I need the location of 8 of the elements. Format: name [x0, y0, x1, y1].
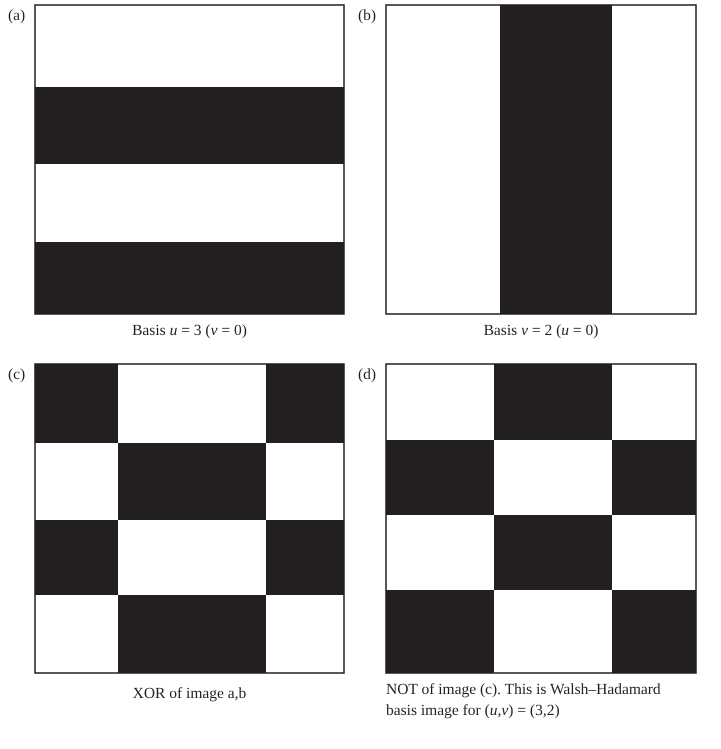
caption: XOR of image a,b [132, 684, 248, 704]
panel-label: (a) [8, 6, 26, 26]
caption: Basis u = 3 (v = 0) [131, 321, 248, 341]
panel-label: (d) [358, 365, 376, 385]
panel-label: (b) [358, 6, 376, 26]
caption: NOT of image (c). This is Walsh–Hadamard basis image for (u,v) = (3,2) [386, 680, 662, 721]
caption: Basis v = 2 (u = 0) [482, 321, 600, 341]
panel-label: (c) [8, 365, 26, 385]
